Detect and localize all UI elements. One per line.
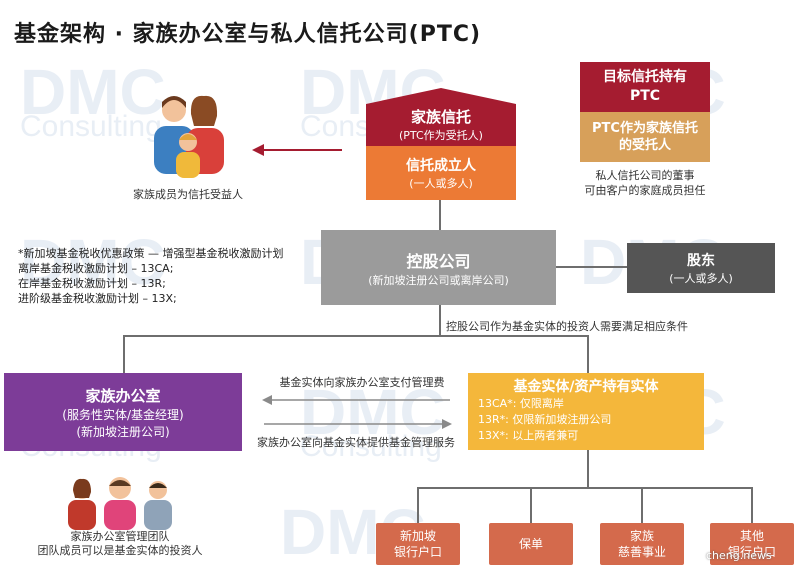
arrow-left-icon <box>262 395 450 405</box>
family-trust-shape <box>366 88 516 146</box>
ptc-trustee-label: PTC作为家族信托的受托人 <box>592 121 698 153</box>
connector-trust-holding <box>439 200 441 230</box>
trust-settlor-title: 信托成立人 <box>406 158 476 174</box>
ptc-director-note-line2: 可由客户的家庭成员担任 <box>584 184 706 197</box>
source-watermark: cheng.news <box>706 549 772 562</box>
target-trust-box: 目标信托持有PTC <box>580 62 710 112</box>
family-office-line2: (新加坡注册公司) <box>76 424 170 439</box>
tax-incentive-line: *新加坡基金税收优惠政策 — 增强型基金税收激励计划 <box>18 247 284 260</box>
page-title: 基金架构 · 家族办公室与私人信托公司(PTC) <box>14 22 482 47</box>
ptc-director-note-line1: 私人信托公司的董事 <box>595 169 695 182</box>
holding-company-box: 控股公司 (新加坡注册公司或离岸公司) <box>321 230 556 305</box>
team-caption: 家族办公室管理团队 团队成员可以是基金实体的投资人 <box>30 530 210 558</box>
family-office-title: 家族办公室 <box>85 386 161 405</box>
tax-incentive-line: 进阶级基金税收激励计划 – 13X; <box>18 292 177 305</box>
family-icon <box>154 95 224 178</box>
fund-entity-item: 13X*: 以上两者兼可 <box>478 429 579 442</box>
connector-leaf-3 <box>641 487 643 523</box>
arrow-left-icon <box>252 144 342 156</box>
connector-to-family-office <box>123 335 125 373</box>
fund-entity-item: 13CA*: 仅限离岸 <box>478 397 564 410</box>
connector-leaves-horizontal <box>417 487 753 489</box>
team-icon <box>68 477 172 530</box>
connector-holding-shareholders <box>555 266 627 268</box>
asset-other-bank-account: 其他 银行户口 <box>710 523 794 565</box>
asset-leaf-line2: 银行户口 <box>393 545 442 559</box>
tax-incentive-line: 在岸基金税收激励计划 – 13R; <box>18 277 166 290</box>
service-flow-label: 家族办公室向基金实体提供基金管理服务 <box>257 436 455 449</box>
asset-leaf-line1: 其他 <box>739 529 764 543</box>
connector-leaf-2 <box>530 487 532 523</box>
asset-leaf-line1: 家族 <box>629 529 654 543</box>
connector-horizontal-top <box>123 335 589 337</box>
trust-settlor-subtitle: (一人或多人) <box>409 177 473 190</box>
arrow-right-icon <box>264 419 452 429</box>
team-caption-line1: 家族办公室管理团队 <box>70 530 170 543</box>
asset-leaf-line1: 保单 <box>518 537 543 551</box>
holding-company-title: 控股公司 <box>406 251 471 271</box>
team-caption-line2: 团队成员可以是基金实体的投资人 <box>37 544 203 557</box>
asset-leaf-line1: 新加坡 <box>399 529 436 543</box>
asset-insurance-policy: 保单 <box>489 523 573 565</box>
asset-singapore-bank-account: 新加坡 银行户口 <box>376 523 460 565</box>
ptc-trustee-box: PTC作为家族信托的受托人 <box>580 112 710 162</box>
connector-to-fund-entity <box>587 335 589 373</box>
connector-leaf-1 <box>417 487 419 523</box>
fund-entity-title: 基金实体/资产持有实体 <box>513 379 659 395</box>
shareholders-title: 股东 <box>687 253 715 269</box>
fund-entity-item: 13R*: 仅限新加坡注册公司 <box>478 413 612 426</box>
investor-condition-note: 控股公司作为基金实体的投资人需要满足相应条件 <box>446 320 688 333</box>
connector-holding-down <box>439 305 441 335</box>
family-trust-title: 家族信托 <box>410 107 471 126</box>
holding-company-subtitle: (新加坡注册公司或离岸公司) <box>368 273 509 287</box>
family-trust-subtitle: (PTC作为受托人) <box>399 128 483 142</box>
family-trust-box: 家族信托 (PTC作为受托人) <box>366 88 516 146</box>
family-office-box: 家族办公室 (服务性实体/基金经理) (新加坡注册公司) <box>4 373 242 451</box>
tax-incentive-notes: *新加坡基金税收优惠政策 — 增强型基金税收激励计划 离岸基金税收激励计划 – … <box>18 246 323 306</box>
family-members-caption: 家族成员为信托受益人 <box>133 188 243 201</box>
asset-leaf-line2: 银行户口 <box>727 545 776 559</box>
tax-incentive-line: 离岸基金税收激励计划 – 13CA; <box>18 262 174 275</box>
trust-settlor-box: 信托成立人 (一人或多人) <box>366 146 516 200</box>
fund-entity-box: 基金实体/资产持有实体 13CA*: 仅限离岸 13R*: 仅限新加坡注册公司 … <box>468 373 704 450</box>
asset-leaf-line2: 慈善事业 <box>617 545 666 559</box>
ptc-director-note: 私人信托公司的董事 可由客户的家庭成员担任 <box>572 168 718 198</box>
asset-family-charity: 家族 慈善事业 <box>600 523 684 565</box>
target-trust-title: 目标信托持有PTC <box>603 69 687 104</box>
connector-leaf-4 <box>751 487 753 523</box>
shareholders-subtitle: (一人或多人) <box>669 272 733 285</box>
connector-fund-down <box>587 450 589 488</box>
family-office-line1: (服务性实体/基金经理) <box>62 407 184 422</box>
shareholders-box: 股东 (一人或多人) <box>627 243 775 293</box>
fee-flow-label: 基金实体向家族办公室支付管理费 <box>279 376 445 389</box>
